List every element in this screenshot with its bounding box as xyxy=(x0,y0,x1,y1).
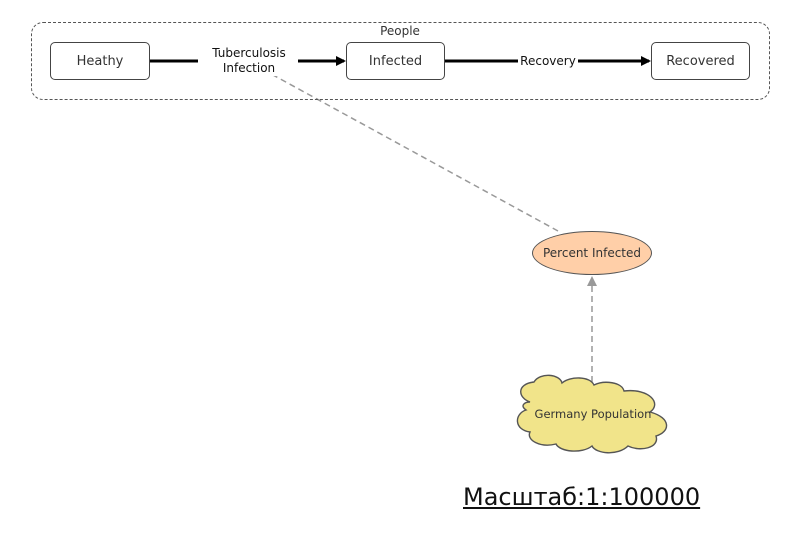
variable-percent-infected-label: Percent Infected xyxy=(542,246,642,260)
stock-healthy-label: Heathy xyxy=(76,53,124,69)
stock-recovered-label: Recovered xyxy=(666,53,735,69)
population-cloud-shape[interactable] xyxy=(516,374,668,454)
stock-healthy[interactable]: Heathy xyxy=(50,42,150,80)
variable-percent-infected[interactable]: Percent Infected xyxy=(532,231,652,275)
group-title: People xyxy=(380,24,420,38)
stock-infected-label: Infected xyxy=(368,53,423,69)
flow-label-infection[interactable]: Tuberculosis Infection xyxy=(204,46,294,76)
people-group-box xyxy=(31,22,770,100)
cloud-population-label: Germany Population xyxy=(534,407,652,421)
stock-recovered[interactable]: Recovered xyxy=(651,42,750,80)
link-percent-to-infection[interactable] xyxy=(251,63,559,232)
stock-infected[interactable]: Infected xyxy=(346,42,445,80)
flow-label-recovery[interactable]: Recovery xyxy=(518,54,578,69)
scale-label: Масштаб:1:100000 xyxy=(463,483,701,511)
